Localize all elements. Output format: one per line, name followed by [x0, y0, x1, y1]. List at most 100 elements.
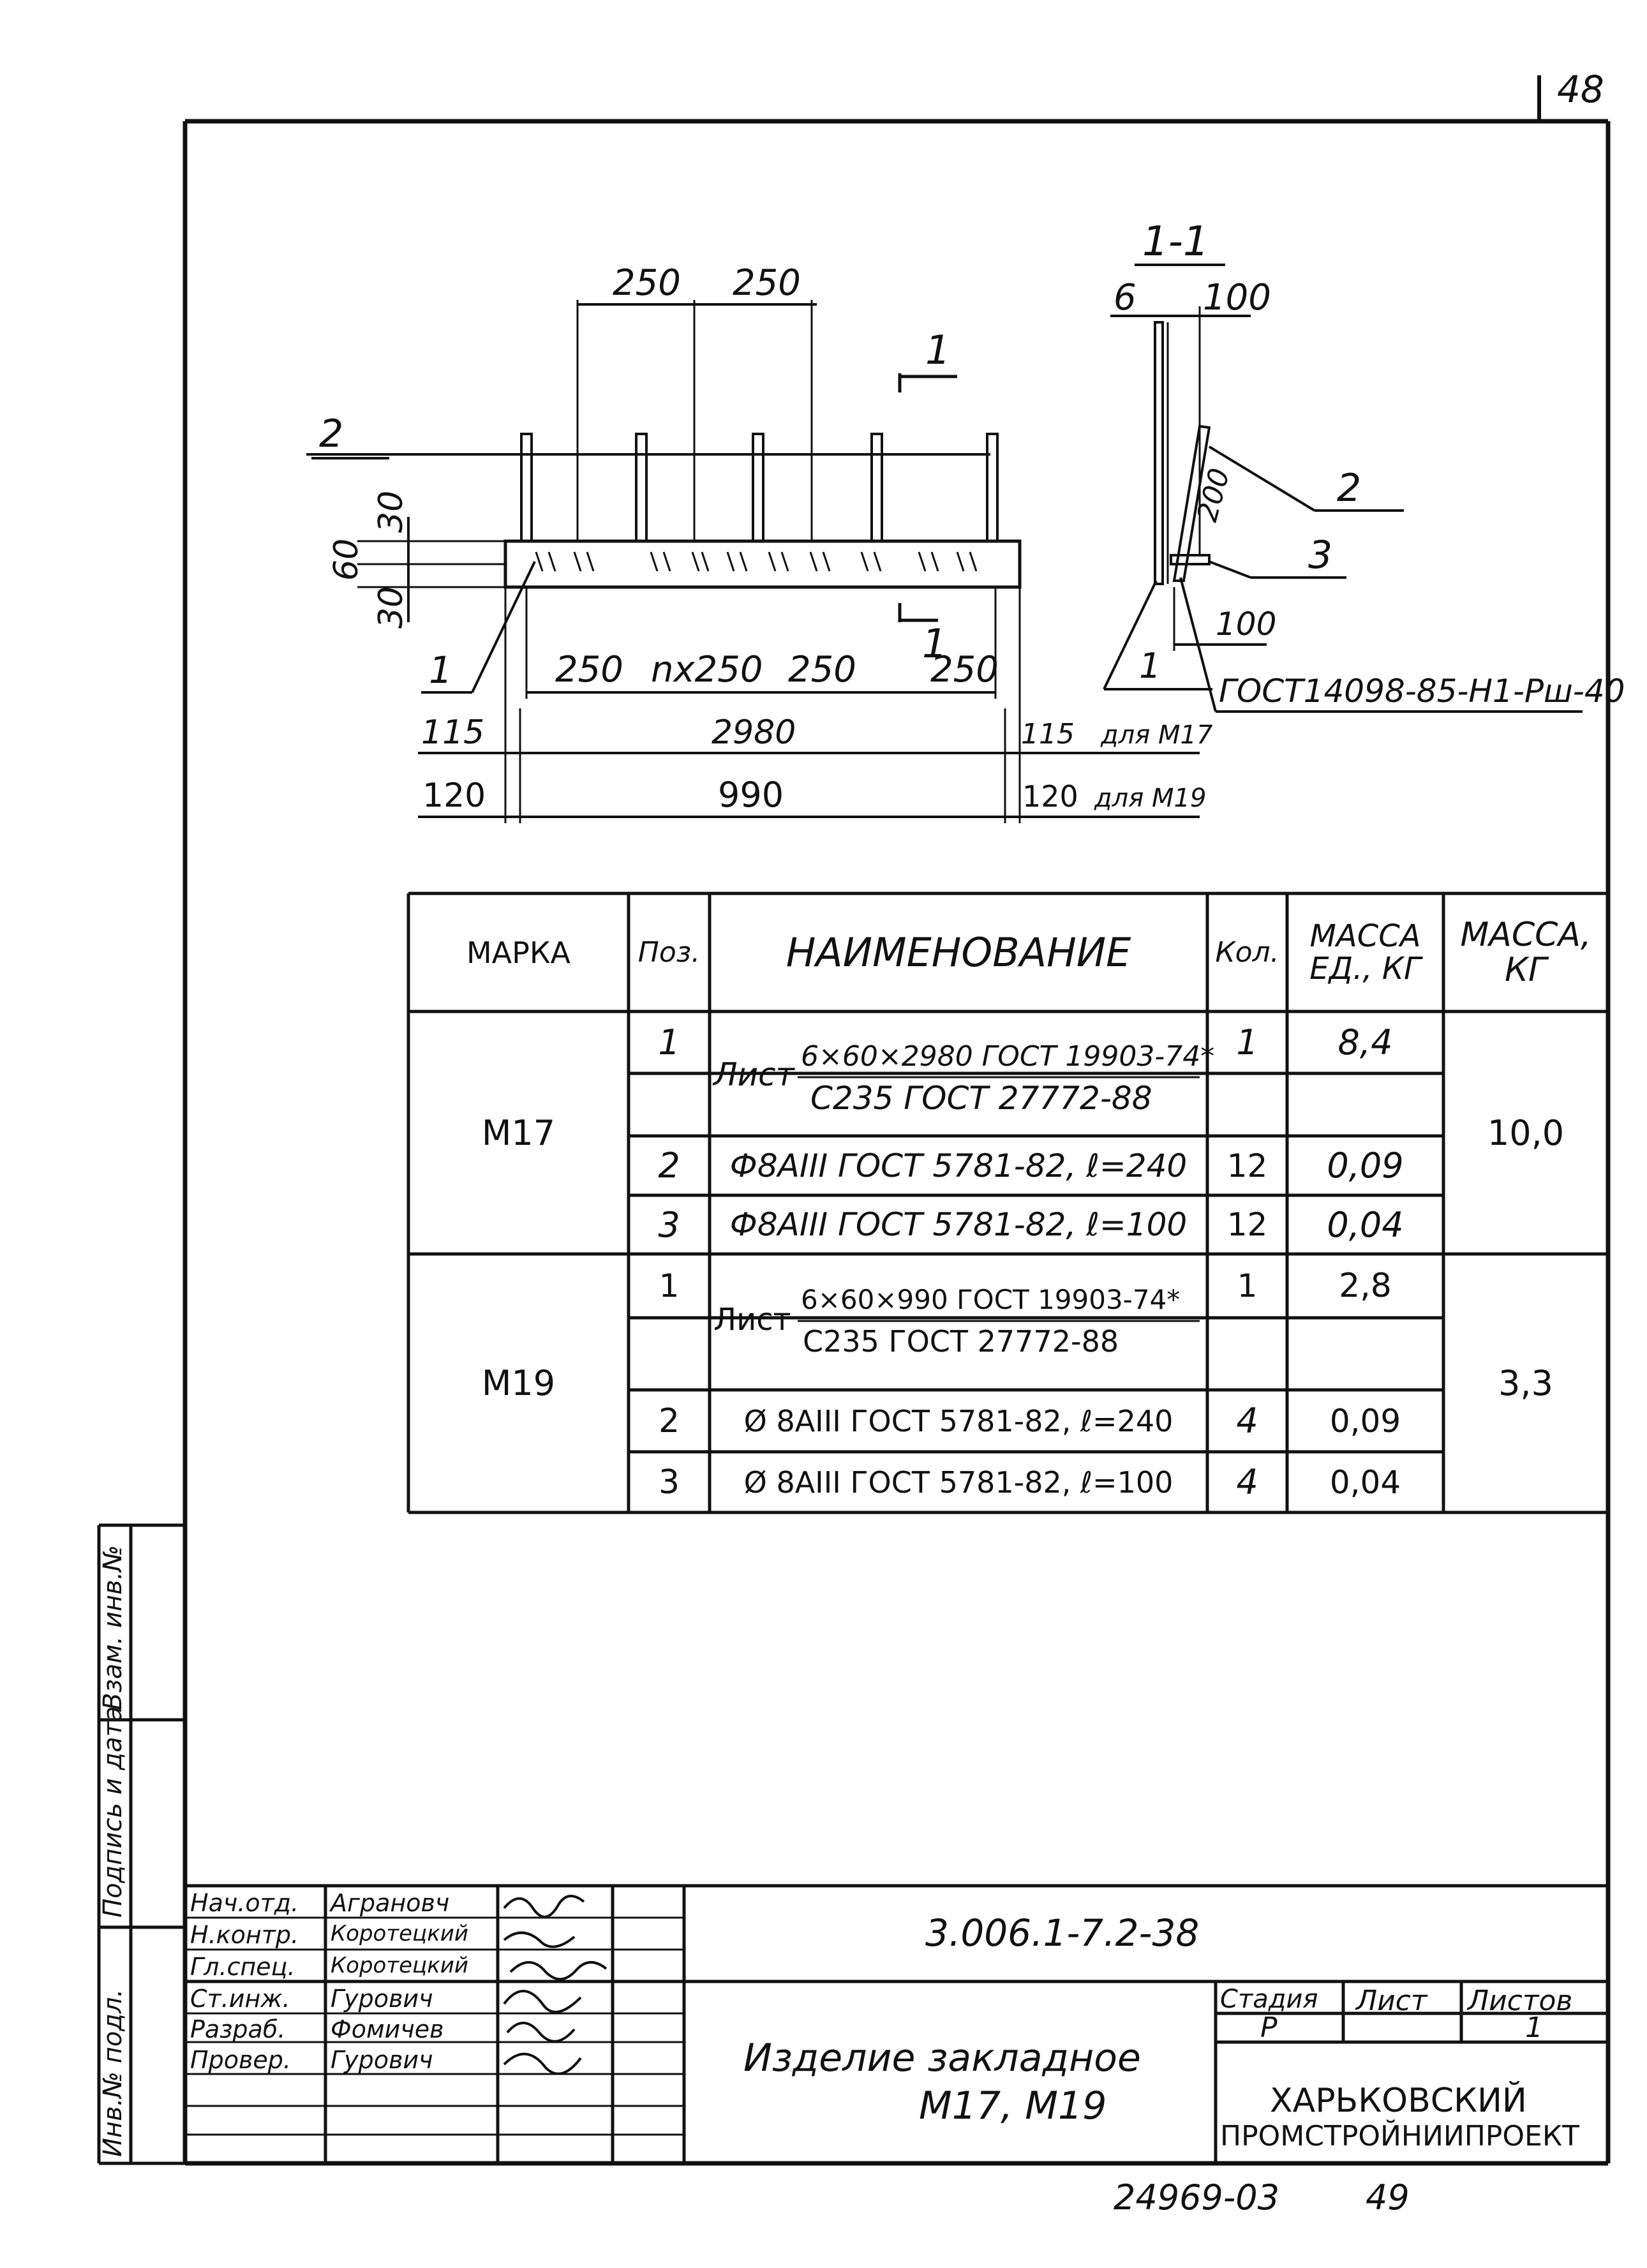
staff-role-5: Разраб. — [190, 2015, 286, 2043]
dim-30-top: 30 — [372, 491, 410, 533]
m17-qty-1: 1 — [1236, 1022, 1258, 1063]
spacing-1: 250 — [555, 649, 623, 690]
section-view: 1-1 6 100 200 2 3 100 1 ГОСТ14098-85-Н — [1103, 218, 1625, 713]
m19-unit-mass-1: 2,8 — [1339, 1267, 1392, 1305]
m17-unit-mass-3: 0,04 — [1327, 1204, 1404, 1245]
stage-label: Стадия — [1220, 1985, 1318, 2014]
staff-name-2: Коротецкий — [331, 1921, 468, 1946]
header-pos: Поз. — [637, 936, 701, 969]
staff-role-2: Н.контр. — [190, 1921, 299, 1949]
stamp-inv-vzam: Взам. инв.№ — [98, 1545, 128, 1710]
stage-value: Р — [1260, 2011, 1278, 2044]
org-line2: ПРОМСТРОЙНИИПРОЕКТ — [1220, 2120, 1579, 2152]
rod — [752, 433, 764, 542]
sheets-label: Листов — [1468, 1985, 1573, 2017]
title-block-grid — [185, 1884, 1608, 2163]
m17-left: 115 — [421, 713, 484, 752]
dim-30-bottom: 30 — [372, 586, 410, 629]
m19-name-2: Ø 8АIII ГОСТ 5781-82, ℓ=240 — [743, 1403, 1174, 1438]
m19-unit-mass-2: 0,09 — [1329, 1402, 1401, 1440]
mass-m17: 10,0 — [1487, 1112, 1565, 1153]
header-mass: МАССА, КГ — [1460, 915, 1591, 989]
m19-unit-mass-3: 0,04 — [1329, 1463, 1401, 1501]
header-mark: МАРКА — [466, 935, 571, 970]
top-dim-1: 250 — [613, 262, 681, 304]
section-title: 1-1 — [1142, 218, 1209, 265]
header-unit-mass: МАССА ЕД., КГ — [1309, 918, 1421, 987]
sheet-label: Лист — [1356, 1985, 1427, 2017]
m17-mid: 2980 — [712, 713, 796, 752]
m19-name-3: Ø 8АIII ГОСТ 5781-82, ℓ=100 — [743, 1465, 1174, 1500]
title-line1: Изделие закладное — [743, 2036, 1141, 2080]
staff-name-1: Аграновч — [331, 1889, 450, 1917]
m17-qty-3: 12 — [1226, 1206, 1268, 1243]
m17-unit-mass-2: 0,09 — [1327, 1145, 1404, 1186]
stamp-inv-podl: Инв.№ подл. — [98, 1989, 128, 2157]
signature-scribbles — [503, 1895, 607, 2075]
m17-note: для М17 — [1100, 720, 1213, 750]
title-line2: М17, М19 — [919, 2084, 1107, 2128]
staff-name-4: Гурович — [331, 1985, 433, 2013]
m19-qty-1: 1 — [1237, 1267, 1258, 1304]
header-name: НАИМЕНОВАНИЕ — [786, 929, 1131, 976]
side-stamp-grid — [97, 1523, 185, 2165]
stamp-sign-date: Подпись и дата — [98, 1706, 128, 1918]
section-dim-6: 6 — [1114, 277, 1137, 318]
footer-page: 49 — [1366, 2177, 1410, 2218]
m19-left: 120 — [422, 777, 486, 815]
top-dim-2: 250 — [733, 262, 801, 304]
m19-name-1-bottom: С235 ГОСТ 27772-88 — [803, 1324, 1119, 1359]
section-dim-100-bottom: 100 — [1216, 606, 1276, 643]
m17-pos-2: 2 — [658, 1145, 680, 1186]
m19-qty-2: 4 — [1236, 1401, 1258, 1441]
m17-name-2: Ф8АIII ГОСТ 5781-82, ℓ=240 — [729, 1147, 1188, 1184]
m17-name-3: Ф8АIII ГОСТ 5781-82, ℓ=100 — [729, 1206, 1188, 1243]
m19-qty-3: 4 — [1236, 1462, 1258, 1502]
section-callout-3: 3 — [1308, 533, 1332, 578]
dim-60: 60 — [327, 539, 366, 581]
staff-name-5: Фомичев — [331, 2015, 444, 2043]
mark-m17: М17 — [481, 1112, 556, 1153]
footer-number: 24969-03 — [1114, 2177, 1279, 2218]
m17-name-1-bottom: С235 ГОСТ 27772-88 — [810, 1080, 1152, 1117]
header-qty: Кол. — [1215, 936, 1279, 969]
plate — [503, 539, 1022, 589]
spacing-4: 250 — [930, 649, 999, 690]
m17-name-1-prefix: Лист — [713, 1056, 794, 1093]
section-callout-1: 1 — [1139, 646, 1161, 686]
rod — [870, 433, 883, 542]
plan-view: 2 250 250 1 1 30 60 30 1 250 nx250 2 — [306, 262, 1213, 823]
mass-m19: 3,3 — [1498, 1363, 1553, 1403]
m17-unit-mass-1: 8,4 — [1338, 1022, 1393, 1063]
org-line1: ХАРЬКОВСКИЙ — [1270, 2082, 1527, 2120]
m19-right: 120 — [1022, 779, 1078, 814]
rod — [520, 433, 533, 542]
staff-role-6: Провер. — [190, 2046, 291, 2074]
m17-pos-1: 1 — [658, 1022, 680, 1063]
sheets-value: 1 — [1525, 2011, 1543, 2044]
section-dim-100-top: 100 — [1203, 277, 1271, 318]
callout-1: 1 — [429, 648, 452, 692]
doc-code: 3.006.1-7.2-38 — [925, 1911, 1200, 1955]
section-mark-bottom: 1 — [922, 620, 947, 667]
m17-right: 115 — [1021, 718, 1075, 750]
m19-pos-1: 1 — [659, 1267, 680, 1304]
m17-pos-3: 3 — [658, 1204, 680, 1245]
m19-name-1-top: 6×60×990 ГОСТ 19903-74* — [801, 1284, 1181, 1315]
staff-role-1: Нач.отд. — [190, 1889, 299, 1917]
m17-qty-2: 12 — [1226, 1147, 1268, 1184]
staff-role-3: Гл.спец. — [190, 1953, 295, 1981]
section-callout-2: 2 — [1337, 466, 1361, 511]
m19-note: для М19 — [1094, 784, 1206, 813]
staff-name-6: Гурович — [331, 2046, 433, 2074]
spacing-2: nx250 — [651, 649, 763, 690]
m19-pos-3: 3 — [658, 1463, 680, 1502]
sheet-corner-number: 48 — [1557, 68, 1604, 111]
callout-2: 2 — [319, 412, 343, 456]
m19-pos-2: 2 — [658, 1401, 680, 1440]
m19-name-1-prefix: Лист — [713, 1302, 791, 1338]
rod — [635, 433, 648, 542]
m17-name-1-top: 6×60×2980 ГОСТ 19903-74* — [801, 1040, 1215, 1073]
staff-name-3: Коротецкий — [331, 1953, 468, 1978]
